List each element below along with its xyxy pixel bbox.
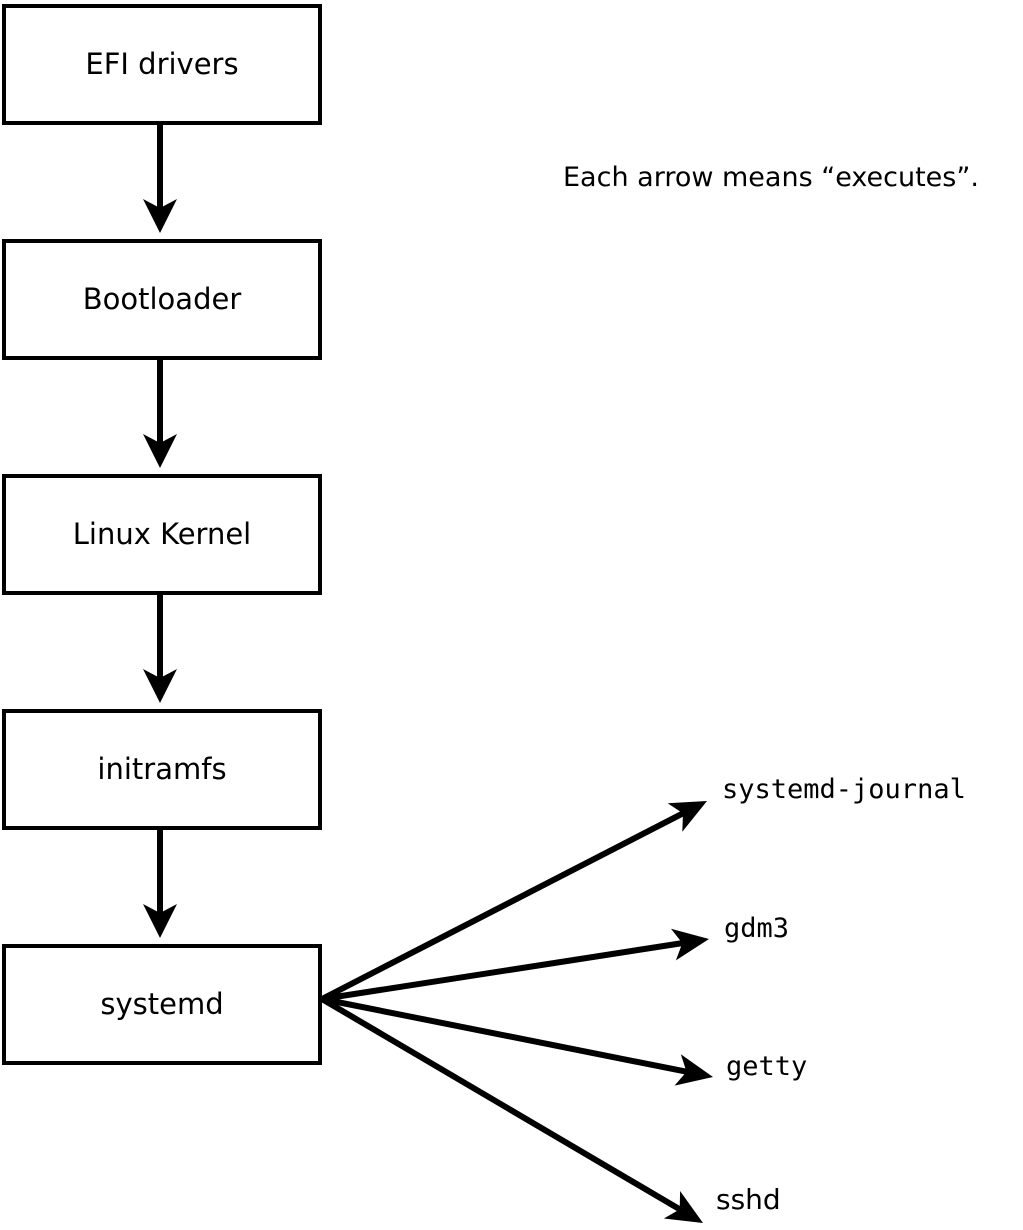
service-label-gdm3: gdm3 — [724, 913, 790, 944]
stage-label: Linux Kernel — [72, 517, 252, 551]
service-label-getty: getty — [726, 1051, 808, 1082]
stage-label: initramfs — [97, 752, 227, 786]
service-label-sshd: sshd — [716, 1183, 781, 1216]
stage-box-linux-kernel[interactable]: Linux Kernel — [2, 474, 322, 595]
stage-box-bootloader[interactable]: Bootloader — [2, 239, 322, 360]
caption-text: Each arrow means “executes”. — [563, 162, 979, 193]
stage-box-efi-drivers[interactable]: EFI drivers — [2, 4, 322, 125]
stage-box-systemd[interactable]: systemd — [2, 944, 322, 1065]
stage-label: EFI drivers — [85, 47, 239, 81]
service-label-systemd-journal: systemd-journal — [722, 774, 966, 805]
stage-box-initramfs[interactable]: initramfs — [2, 709, 322, 830]
stage-label: systemd — [100, 987, 224, 1021]
stage-label: Bootloader — [82, 282, 242, 316]
